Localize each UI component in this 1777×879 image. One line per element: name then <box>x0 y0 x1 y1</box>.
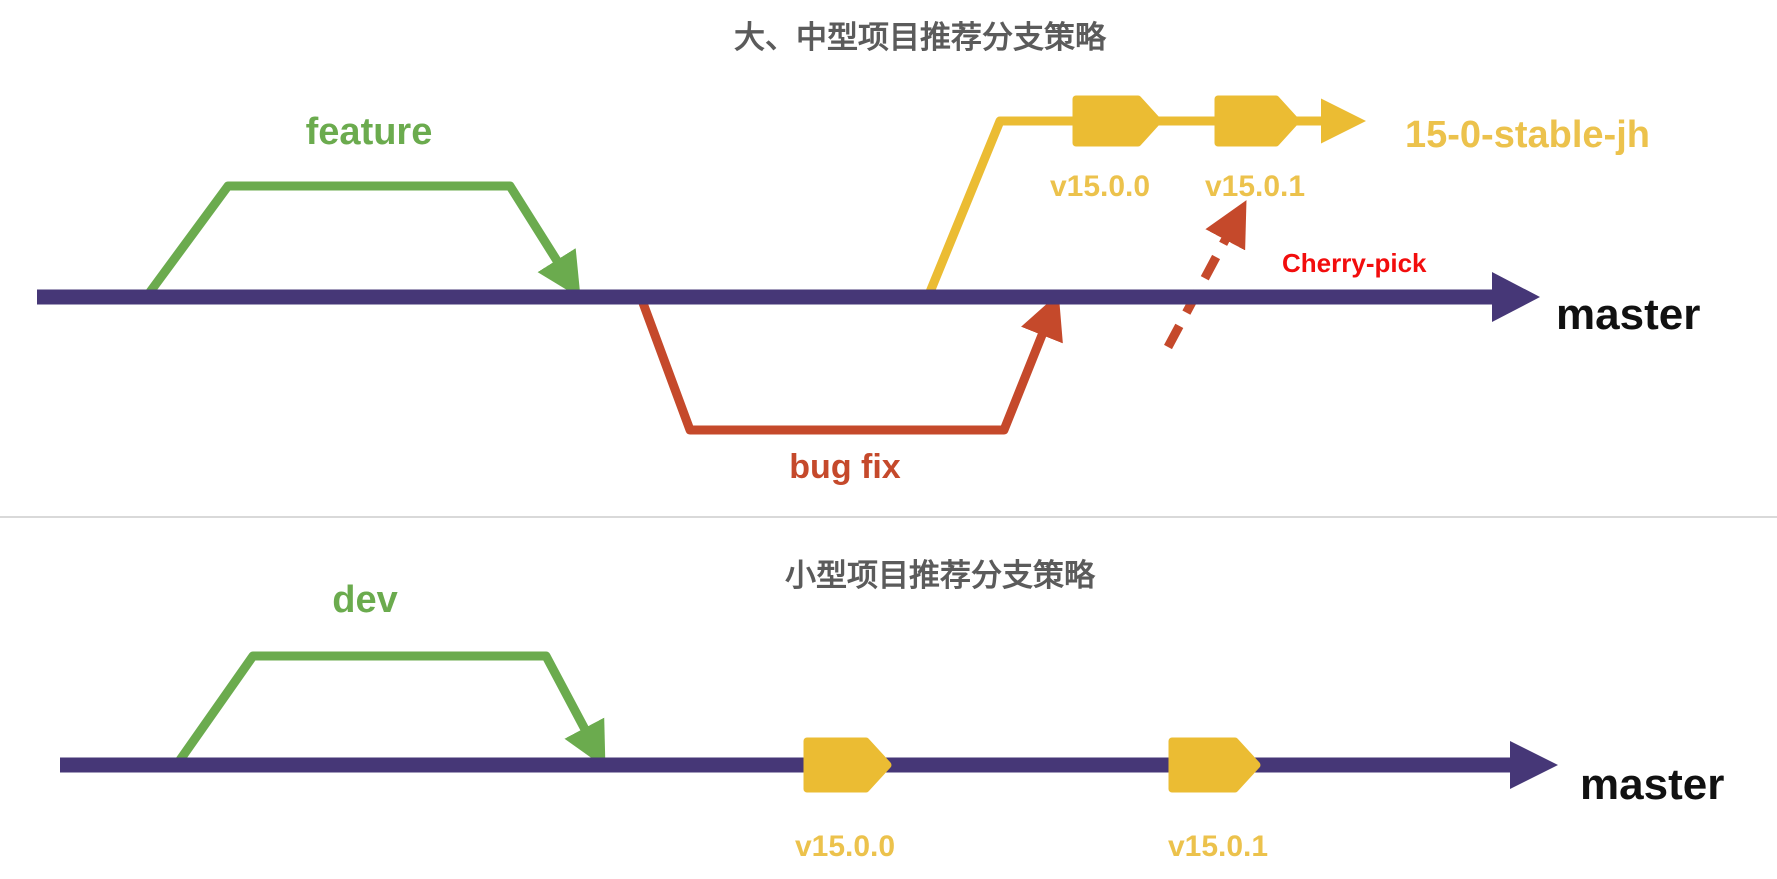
feature-branch-line <box>146 181 581 299</box>
dev-branch-line <box>176 651 606 768</box>
bugfix-branch-line <box>638 293 1063 435</box>
master-label-bottom: master <box>1580 760 1724 809</box>
tag-label-v15-0-0-bottom: v15.0.0 <box>795 830 895 863</box>
tag-shape-v15-0-0-top <box>1072 95 1162 147</box>
tag-label-v15-0-0-top: v15.0.0 <box>1050 170 1150 203</box>
cherry-pick-label: Cherry-pick <box>1282 248 1427 278</box>
bottom-diagram: 小型项目推荐分支策略 dev master v15.0.0 v15.0.1 <box>60 558 1724 863</box>
tag-label-v15-0-1-top: v15.0.1 <box>1205 170 1305 203</box>
top-diagram: 大、中型项目推荐分支策略 feature bug fix Cherry-pick… <box>37 20 1700 486</box>
master-label-top: master <box>1556 290 1700 339</box>
bottom-diagram-title: 小型项目推荐分支策略 <box>785 558 1096 593</box>
master-arrowhead-bottom <box>1510 741 1558 789</box>
feature-branch-label: feature <box>306 111 433 153</box>
master-arrowhead-top <box>1492 272 1540 322</box>
bugfix-branch-label: bug fix <box>789 448 901 486</box>
dev-branch-label: dev <box>332 579 397 621</box>
tag-shape-v15-0-1-top <box>1214 95 1300 147</box>
tag-shape-v15-0-0-bottom <box>803 737 892 793</box>
top-diagram-title: 大、中型项目推荐分支策略 <box>734 20 1107 55</box>
tag-shape-v15-0-1-bottom <box>1168 737 1261 793</box>
tag-label-v15-0-1-bottom: v15.0.1 <box>1168 830 1268 863</box>
cherry-pick-arrow <box>1164 200 1247 350</box>
stable-branch-label: 15-0-stable-jh <box>1405 114 1650 156</box>
